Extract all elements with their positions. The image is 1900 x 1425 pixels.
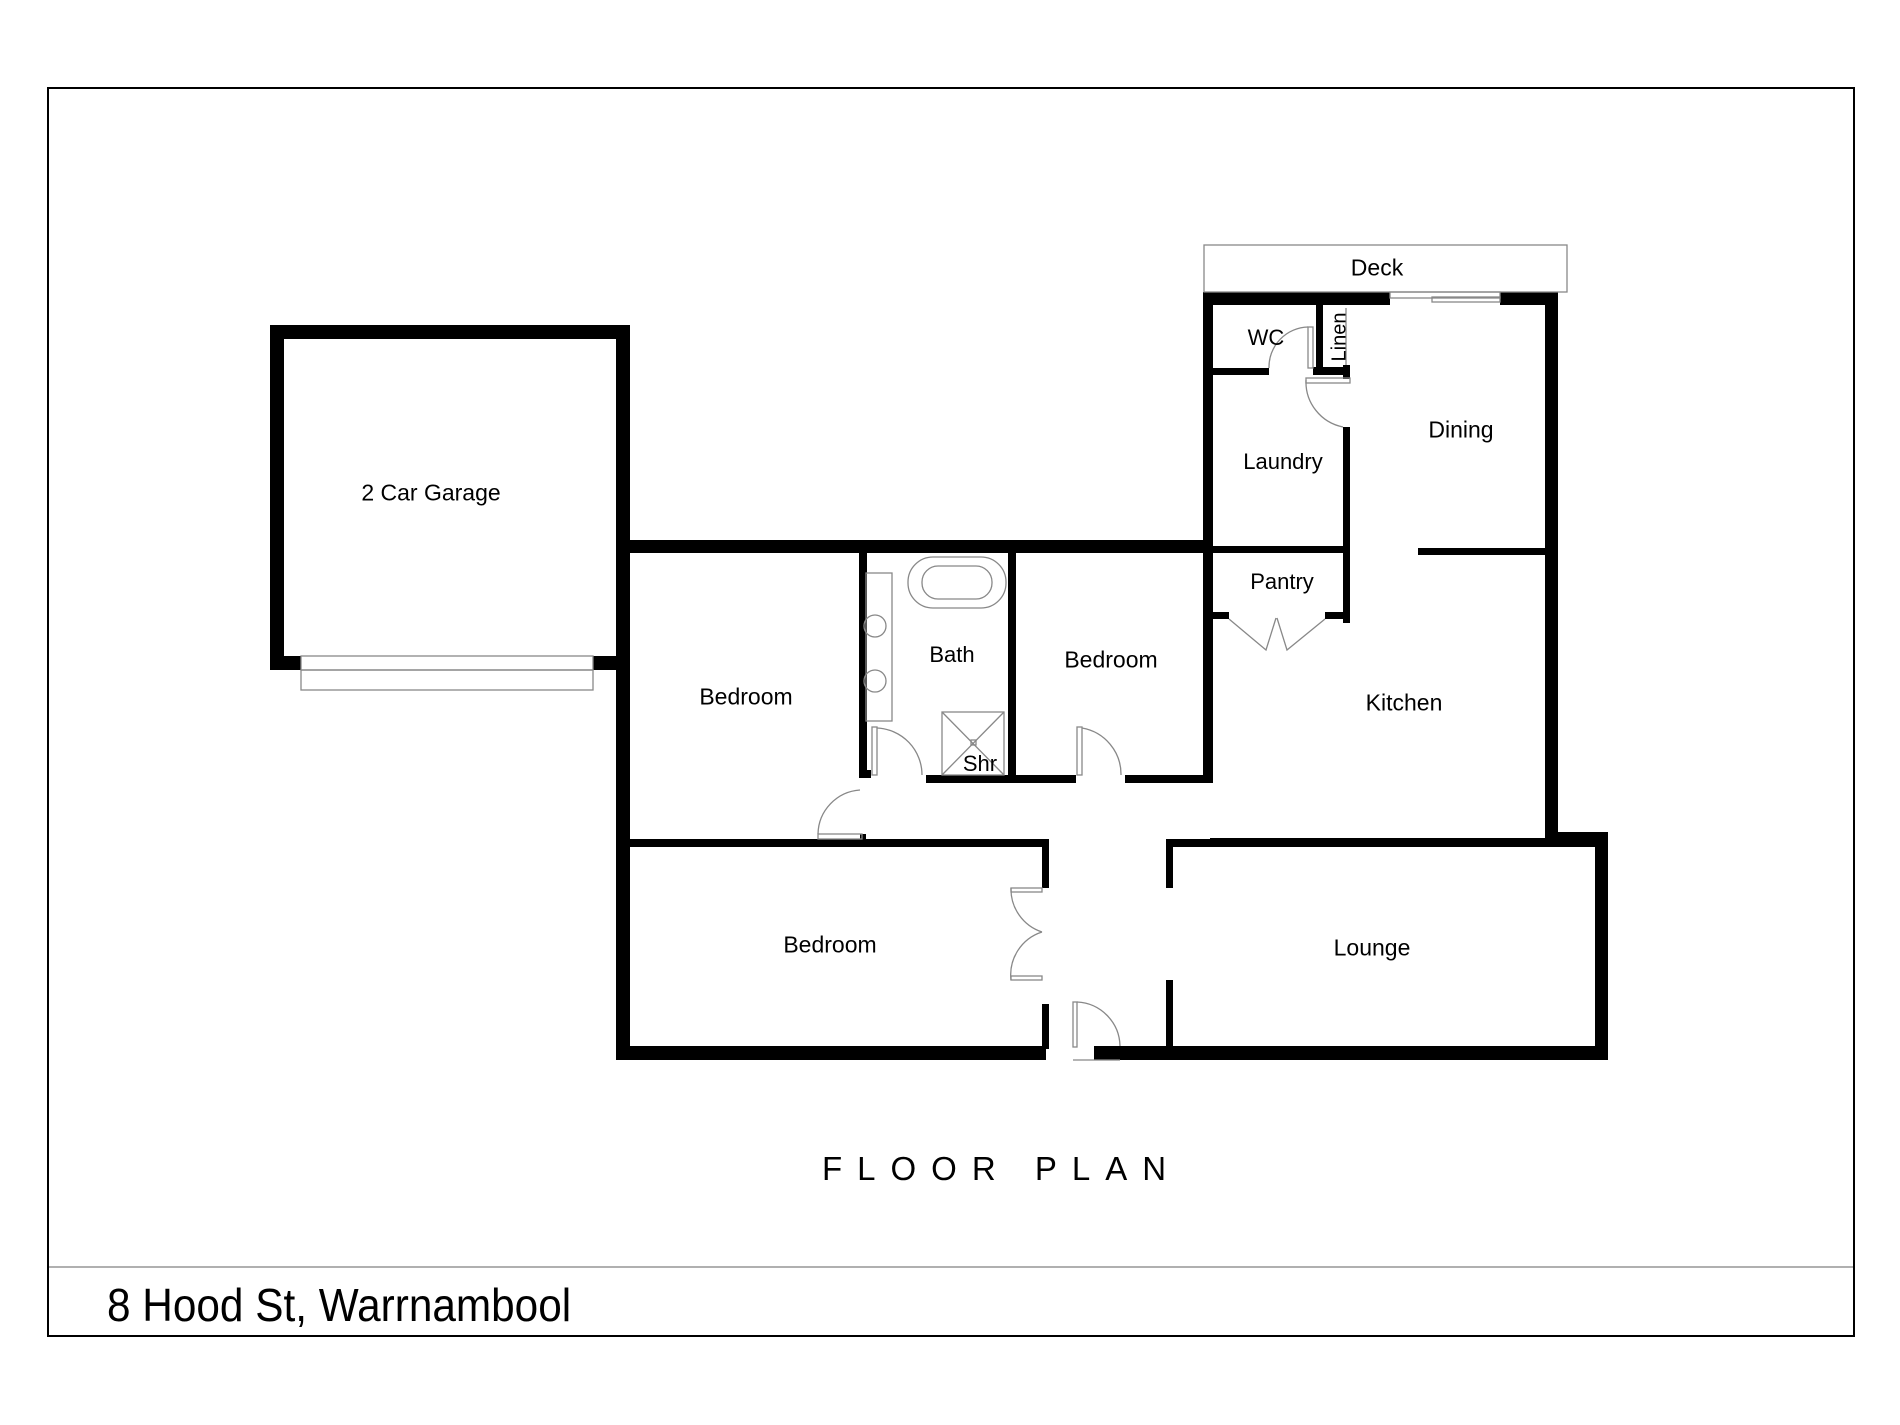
sink-icon xyxy=(863,614,887,638)
room-label-dining: Dining xyxy=(1428,416,1494,443)
bathtub xyxy=(907,556,1007,609)
sink-icon xyxy=(863,669,887,693)
property-address: 8 Hood St, Warrnambool xyxy=(107,1279,572,1331)
room-label-bedroom-1: Bedroom xyxy=(699,683,793,710)
room-label-bedroom-3: Bedroom xyxy=(783,931,877,958)
room-label-pantry: Pantry xyxy=(1250,569,1314,594)
room-label-shower: Shr xyxy=(962,751,998,776)
fixtures xyxy=(300,244,1568,1061)
sliding-door xyxy=(1389,291,1501,299)
walls xyxy=(270,292,1608,1060)
room-label-garage: 2 Car Garage xyxy=(361,479,501,506)
shower-tray xyxy=(941,711,1005,776)
room-label-lounge: Lounge xyxy=(1333,934,1411,961)
plan-title: FLOOR PLAN xyxy=(822,1150,1182,1187)
room-label-linen: Linen xyxy=(1328,312,1351,362)
room-label-bedroom-2: Bedroom xyxy=(1064,646,1158,673)
room-label-wc: WC xyxy=(1247,325,1285,350)
room-label-kitchen: Kitchen xyxy=(1365,689,1443,716)
deck-outline xyxy=(1203,244,1568,293)
page-border xyxy=(47,87,1855,1337)
room-label-deck: Deck xyxy=(1350,254,1404,281)
room-label-laundry: Laundry xyxy=(1243,449,1323,474)
room-label-bath: Bath xyxy=(929,642,975,667)
vanity xyxy=(865,572,893,722)
garage-door xyxy=(300,655,594,671)
